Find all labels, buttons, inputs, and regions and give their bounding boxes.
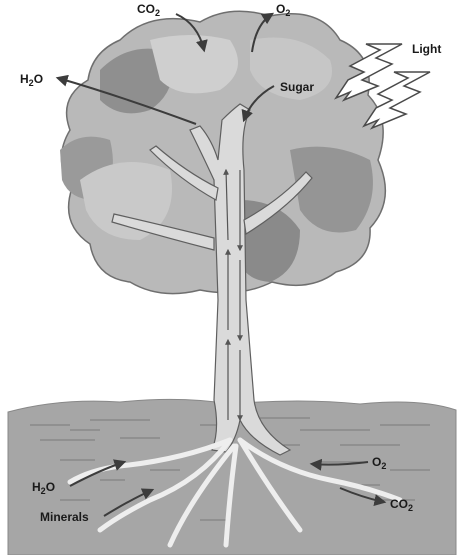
- h2o-leaf-label: H2O: [20, 72, 43, 88]
- h2o-root-label: H2O: [32, 480, 55, 496]
- minerals-label: Minerals: [40, 510, 89, 524]
- o2-top-label: O2: [276, 2, 290, 18]
- sugar-label: Sugar: [280, 80, 314, 94]
- o2-root-label: O2: [372, 455, 386, 471]
- light-label: Light: [412, 42, 441, 56]
- co2-root-label: CO2: [390, 497, 413, 513]
- co2-top-label: CO2: [137, 2, 160, 18]
